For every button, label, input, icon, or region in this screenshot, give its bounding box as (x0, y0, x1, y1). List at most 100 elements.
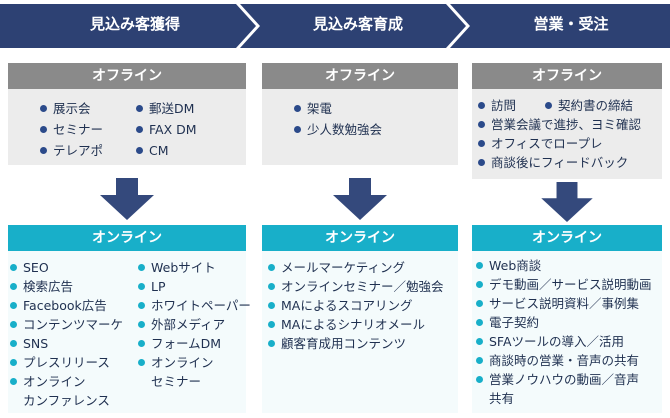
phase-bar (0, 4, 670, 48)
bullet-icon (478, 159, 485, 166)
col3-online-header: オンライン (472, 225, 662, 251)
phase-chevron-3 (450, 4, 670, 48)
col3-offline-body (472, 89, 662, 179)
list-item: セミナー (40, 122, 103, 138)
list-item: フォームDM (138, 336, 221, 352)
phase-title-acquisition: 見込み客獲得 (89, 15, 180, 33)
list-item: テレアポ (40, 143, 103, 159)
bullet-icon (10, 340, 17, 347)
bullet-icon (545, 102, 552, 109)
list-item: オフィスでロープレ (478, 136, 603, 152)
col3-online-body (472, 251, 662, 413)
bullet-icon (476, 338, 483, 345)
list-item: CM (136, 143, 169, 159)
phase-chevron-1 (0, 4, 256, 48)
list-item: 訪問 (478, 98, 516, 114)
bullet-icon (268, 321, 275, 328)
bullet-icon (10, 302, 17, 309)
list-item: ホワイトペーパー (138, 298, 251, 314)
list-item: プレスリリース (10, 355, 110, 371)
list-item: SFAツールの導入／活用 (476, 334, 624, 350)
bullet-icon (268, 283, 275, 290)
list-item: サービス説明資料／事例集 (476, 296, 639, 312)
bullet-icon (476, 319, 483, 326)
list-item: 外部メディア (138, 317, 225, 333)
list-item: 少人数勉強会 (294, 122, 382, 138)
bullet-icon (138, 359, 145, 366)
bullet-icon (136, 126, 143, 133)
list-item: SEO (10, 260, 49, 276)
phase-chevron-2 (240, 4, 466, 48)
list-item: 郵送DM (136, 101, 194, 117)
col1-online-header: オンライン (8, 225, 246, 251)
list-item: FAX DM (136, 122, 197, 138)
bullet-icon (478, 140, 485, 147)
col3-offline-header: オフライン (472, 63, 662, 89)
bullet-icon (136, 105, 143, 112)
list-item-continuation: カンファレンス (23, 393, 110, 408)
bullet-icon (476, 281, 483, 288)
list-item: オンライン (138, 355, 214, 371)
list-item: 商談時の営業・音声の共有 (476, 353, 639, 369)
col1-offline-header: オフライン (8, 63, 246, 89)
phase-title-nurturing: 見込み客育成 (312, 15, 403, 33)
bullet-icon (40, 105, 47, 112)
bullet-icon (136, 147, 143, 154)
bullet-icon (10, 321, 17, 328)
list-item: MAによるシナリオメール (268, 317, 425, 333)
list-item-continuation: セミナー (151, 374, 202, 389)
bullet-icon (138, 321, 145, 328)
down-arrow-icon (100, 178, 154, 220)
bullet-icon (268, 340, 275, 347)
list-item: 契約書の締結 (545, 98, 633, 114)
list-item: 架電 (294, 101, 332, 117)
bullet-icon (478, 102, 485, 109)
down-arrow-icon (333, 178, 387, 220)
list-item: LP (138, 279, 166, 295)
list-item: 検索広告 (10, 279, 73, 295)
list-item: 商談後にフィードバック (478, 155, 628, 171)
list-item: Webサイト (138, 260, 216, 276)
bullet-icon (40, 126, 47, 133)
list-item: Facebook広告 (10, 298, 107, 314)
list-item: 展示会 (40, 101, 91, 117)
bullet-icon (476, 262, 483, 269)
phase-title-sales: 営業・受注 (533, 15, 609, 33)
list-item: Web商談 (476, 258, 541, 274)
bullet-icon (138, 283, 145, 290)
col2-online-body (262, 251, 458, 413)
bullet-icon (294, 126, 301, 133)
bullet-icon (138, 264, 145, 271)
list-item: 営業ノウハウの動画／音声 (476, 372, 639, 388)
list-item: コンテンツマーケ (10, 317, 123, 333)
bullet-icon (10, 359, 17, 366)
list-item: 電子契約 (476, 315, 539, 331)
list-item: オンラインセミナー／勉強会 (268, 279, 444, 295)
col1-online-body (8, 251, 246, 413)
bullet-icon (476, 357, 483, 364)
list-item: メールマーケティング (268, 260, 405, 276)
bullet-icon (138, 340, 145, 347)
list-item: 顧客育成用コンテンツ (268, 336, 406, 352)
list-item: オンライン (10, 374, 86, 390)
bullet-icon (476, 300, 483, 307)
bullet-icon (10, 283, 17, 290)
bullet-icon (476, 376, 483, 383)
bullet-icon (10, 378, 17, 385)
bullet-icon (40, 147, 47, 154)
col2-offline-header: オフライン (262, 63, 458, 89)
list-item: デモ動画／サービス説明動画 (476, 277, 652, 293)
bullet-icon (294, 105, 301, 112)
bullet-icon (478, 121, 485, 128)
col2-online-header: オンライン (262, 225, 458, 251)
list-item: SNS (10, 336, 48, 352)
list-item-continuation: 共有 (489, 391, 515, 406)
bullet-icon (268, 302, 275, 309)
bullet-icon (268, 264, 275, 271)
bullet-icon (10, 264, 17, 271)
down-arrow-icon (541, 182, 593, 222)
col1-offline-body (8, 89, 246, 165)
list-item: 営業会議で進捗、ヨミ確認 (478, 117, 641, 133)
bullet-icon (138, 302, 145, 309)
